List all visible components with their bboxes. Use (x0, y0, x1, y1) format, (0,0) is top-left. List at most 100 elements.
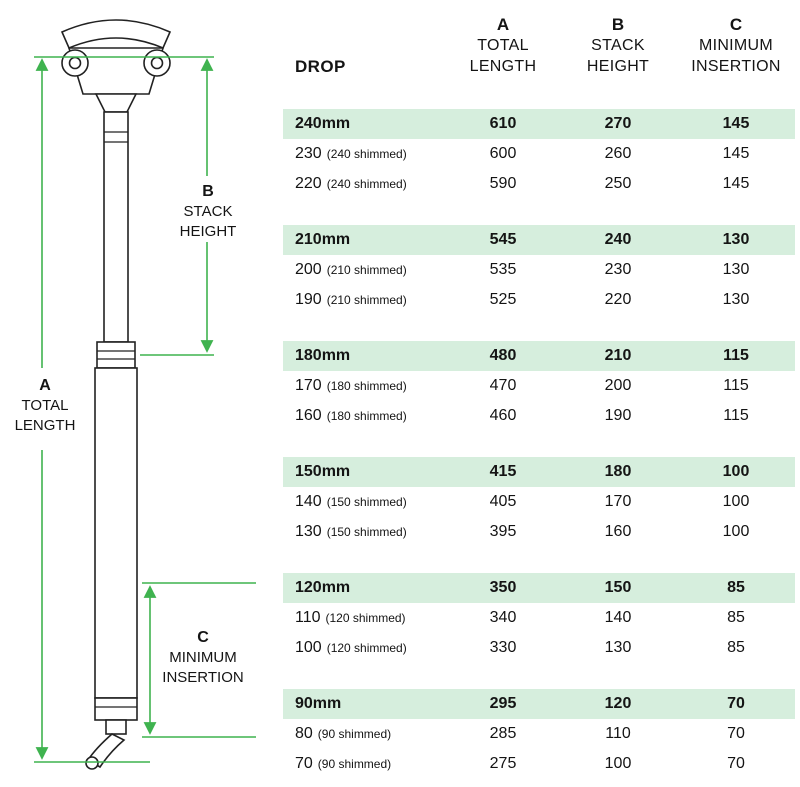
minimum-insertion-label: C MINIMUM INSERTION (162, 629, 244, 686)
dropper-post-diagram: A TOTAL LENGTH B STACK HEIGHT C MINIMUM … (0, 0, 278, 787)
drop-cell: 200(210 shimmed) (283, 255, 447, 285)
shim-note: (120 shimmed) (326, 641, 407, 655)
shim-note: (150 shimmed) (326, 525, 407, 539)
value-c: 145 (722, 175, 750, 192)
value-b: 170 (604, 493, 632, 510)
value-c: 100 (722, 463, 750, 480)
col-letter-c: C (729, 15, 743, 34)
drop-cell: 180mm (283, 341, 447, 371)
value-c: 85 (727, 639, 745, 656)
value-a: 480 (489, 347, 517, 364)
shim-note: (120 shimmed) (325, 611, 406, 625)
col-header-c: C MINIMUM INSERTION (677, 14, 795, 109)
value-b: 210 (604, 347, 632, 364)
value-c: 115 (723, 377, 749, 394)
drop-cell: 240mm (283, 109, 447, 139)
shim-note: (90 shimmed) (317, 757, 392, 771)
col-letter-a: A (496, 15, 510, 34)
drop-cell: 110(120 shimmed) (283, 603, 447, 633)
value-c: 130 (722, 291, 750, 308)
value-c: 85 (727, 579, 745, 596)
stack-height-label: B STACK HEIGHT (179, 183, 237, 240)
drop-cell: 130 (150 shimmed) (283, 517, 447, 547)
spec-table-container: DROP A TOTAL LENGTH B STACK HEIGHT C MIN… (283, 14, 795, 779)
value-a: 460 (489, 407, 517, 424)
table-row: 190 (210 shimmed) 525 220 130 (283, 285, 795, 315)
table-row: 200(210 shimmed) 535 230 130 (283, 255, 795, 285)
drop-cell: 100 (120 shimmed) (283, 633, 447, 663)
drop-cell: 70 (90 shimmed) (283, 749, 447, 779)
shim-note: (240 shimmed) (326, 177, 407, 191)
drop-value: 90mm (295, 695, 342, 712)
value-a: 395 (489, 523, 517, 540)
value-a: 535 (489, 261, 517, 278)
col-letter-b: B (611, 15, 625, 34)
drop-cell: 230 (240 shimmed) (283, 139, 447, 169)
shim-note: (210 shimmed) (326, 293, 407, 307)
total-length-label: A TOTAL LENGTH (14, 377, 76, 434)
value-a: 590 (489, 175, 517, 192)
drop-cell: 170(180 shimmed) (283, 371, 447, 401)
drop-value: 220 (295, 175, 322, 192)
drop-value: 190 (295, 291, 322, 308)
value-c: 70 (727, 695, 745, 712)
shim-note: (240 shimmed) (326, 147, 407, 161)
drop-cell: 150mm (283, 457, 447, 487)
group-spacer (283, 199, 795, 225)
value-a: 610 (489, 115, 517, 132)
value-a: 275 (489, 755, 517, 772)
drop-cell: 190 (210 shimmed) (283, 285, 447, 315)
shim-note: (180 shimmed) (326, 379, 407, 393)
value-b: 260 (604, 145, 632, 162)
drop-value: 100 (295, 639, 322, 656)
value-b: 100 (604, 755, 632, 772)
value-a: 405 (489, 493, 517, 510)
value-b: 150 (604, 579, 632, 596)
drop-value: 210mm (295, 231, 351, 248)
value-c: 130 (722, 261, 750, 278)
value-c: 145 (722, 145, 750, 162)
value-b: 230 (604, 261, 632, 278)
header-row: DROP A TOTAL LENGTH B STACK HEIGHT C MIN… (283, 14, 795, 109)
drop-value: 130 (295, 523, 322, 540)
value-b: 240 (604, 231, 632, 248)
value-b: 120 (604, 695, 632, 712)
value-c: 85 (727, 609, 745, 626)
seatpost-actuator (85, 697, 138, 770)
value-c: 100 (722, 523, 750, 540)
value-a: 415 (489, 463, 517, 480)
seatpost-lower-tube (94, 367, 138, 699)
value-c: 70 (727, 755, 745, 772)
shim-note: (90 shimmed) (317, 727, 392, 741)
value-a: 525 (489, 291, 517, 308)
value-b: 190 (604, 407, 632, 424)
drop-column-header: DROP (295, 57, 346, 76)
drop-value: 230 (295, 145, 322, 162)
table-row: 230 (240 shimmed) 600 260 145 (283, 139, 795, 169)
dimension-extent-lines (34, 56, 256, 763)
spec-table: DROP A TOTAL LENGTH B STACK HEIGHT C MIN… (283, 14, 795, 779)
value-b: 220 (604, 291, 632, 308)
drop-value: 240mm (295, 115, 351, 132)
col-header-a: A TOTAL LENGTH (447, 14, 559, 109)
value-b: 160 (604, 523, 632, 540)
drop-value: 70 (295, 755, 313, 772)
value-a: 330 (489, 639, 517, 656)
drop-value: 160 (295, 407, 322, 424)
drop-value: 150mm (295, 463, 351, 480)
value-a: 600 (489, 145, 517, 162)
value-a: 285 (489, 725, 517, 742)
value-a: 350 (489, 579, 517, 596)
col-header-b: B STACK HEIGHT (559, 14, 677, 109)
